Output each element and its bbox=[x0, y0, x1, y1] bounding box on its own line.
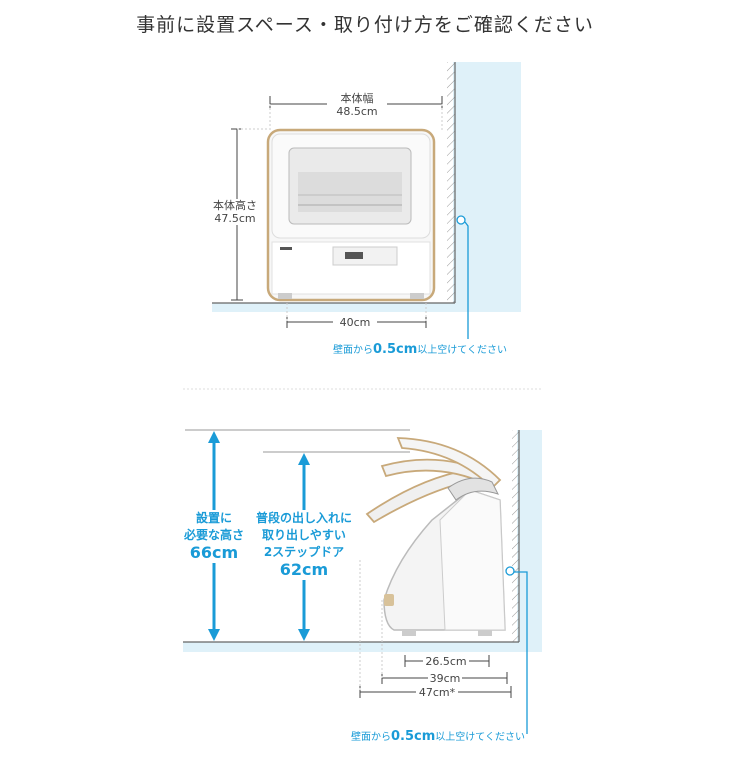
dishwasher-side bbox=[365, 437, 506, 636]
depth-dim-1: 26.5cm bbox=[423, 655, 469, 668]
depth-label: 40cm bbox=[333, 316, 377, 329]
top-wall-hatch bbox=[447, 62, 455, 312]
top-floor bbox=[212, 303, 521, 312]
top-diagram bbox=[212, 62, 521, 339]
bottom-wall-hatch bbox=[512, 430, 519, 642]
depth-dim-2: 39cm bbox=[428, 672, 462, 685]
bottom-diagram bbox=[183, 429, 542, 734]
depth-dim-3: 47cm* bbox=[416, 686, 458, 699]
dishwasher-front bbox=[266, 128, 436, 302]
top-wall-note: 壁面から0.5cm以上空けてください bbox=[333, 342, 507, 357]
bottom-wall-area bbox=[517, 430, 542, 642]
bottom-wall-note: 壁面から0.5cm以上空けてください bbox=[351, 729, 525, 744]
top-wall-area bbox=[453, 62, 521, 312]
page-title: 事前に設置スペース・取り付け方をご確認ください bbox=[136, 14, 594, 36]
bottom-floor bbox=[183, 642, 542, 652]
